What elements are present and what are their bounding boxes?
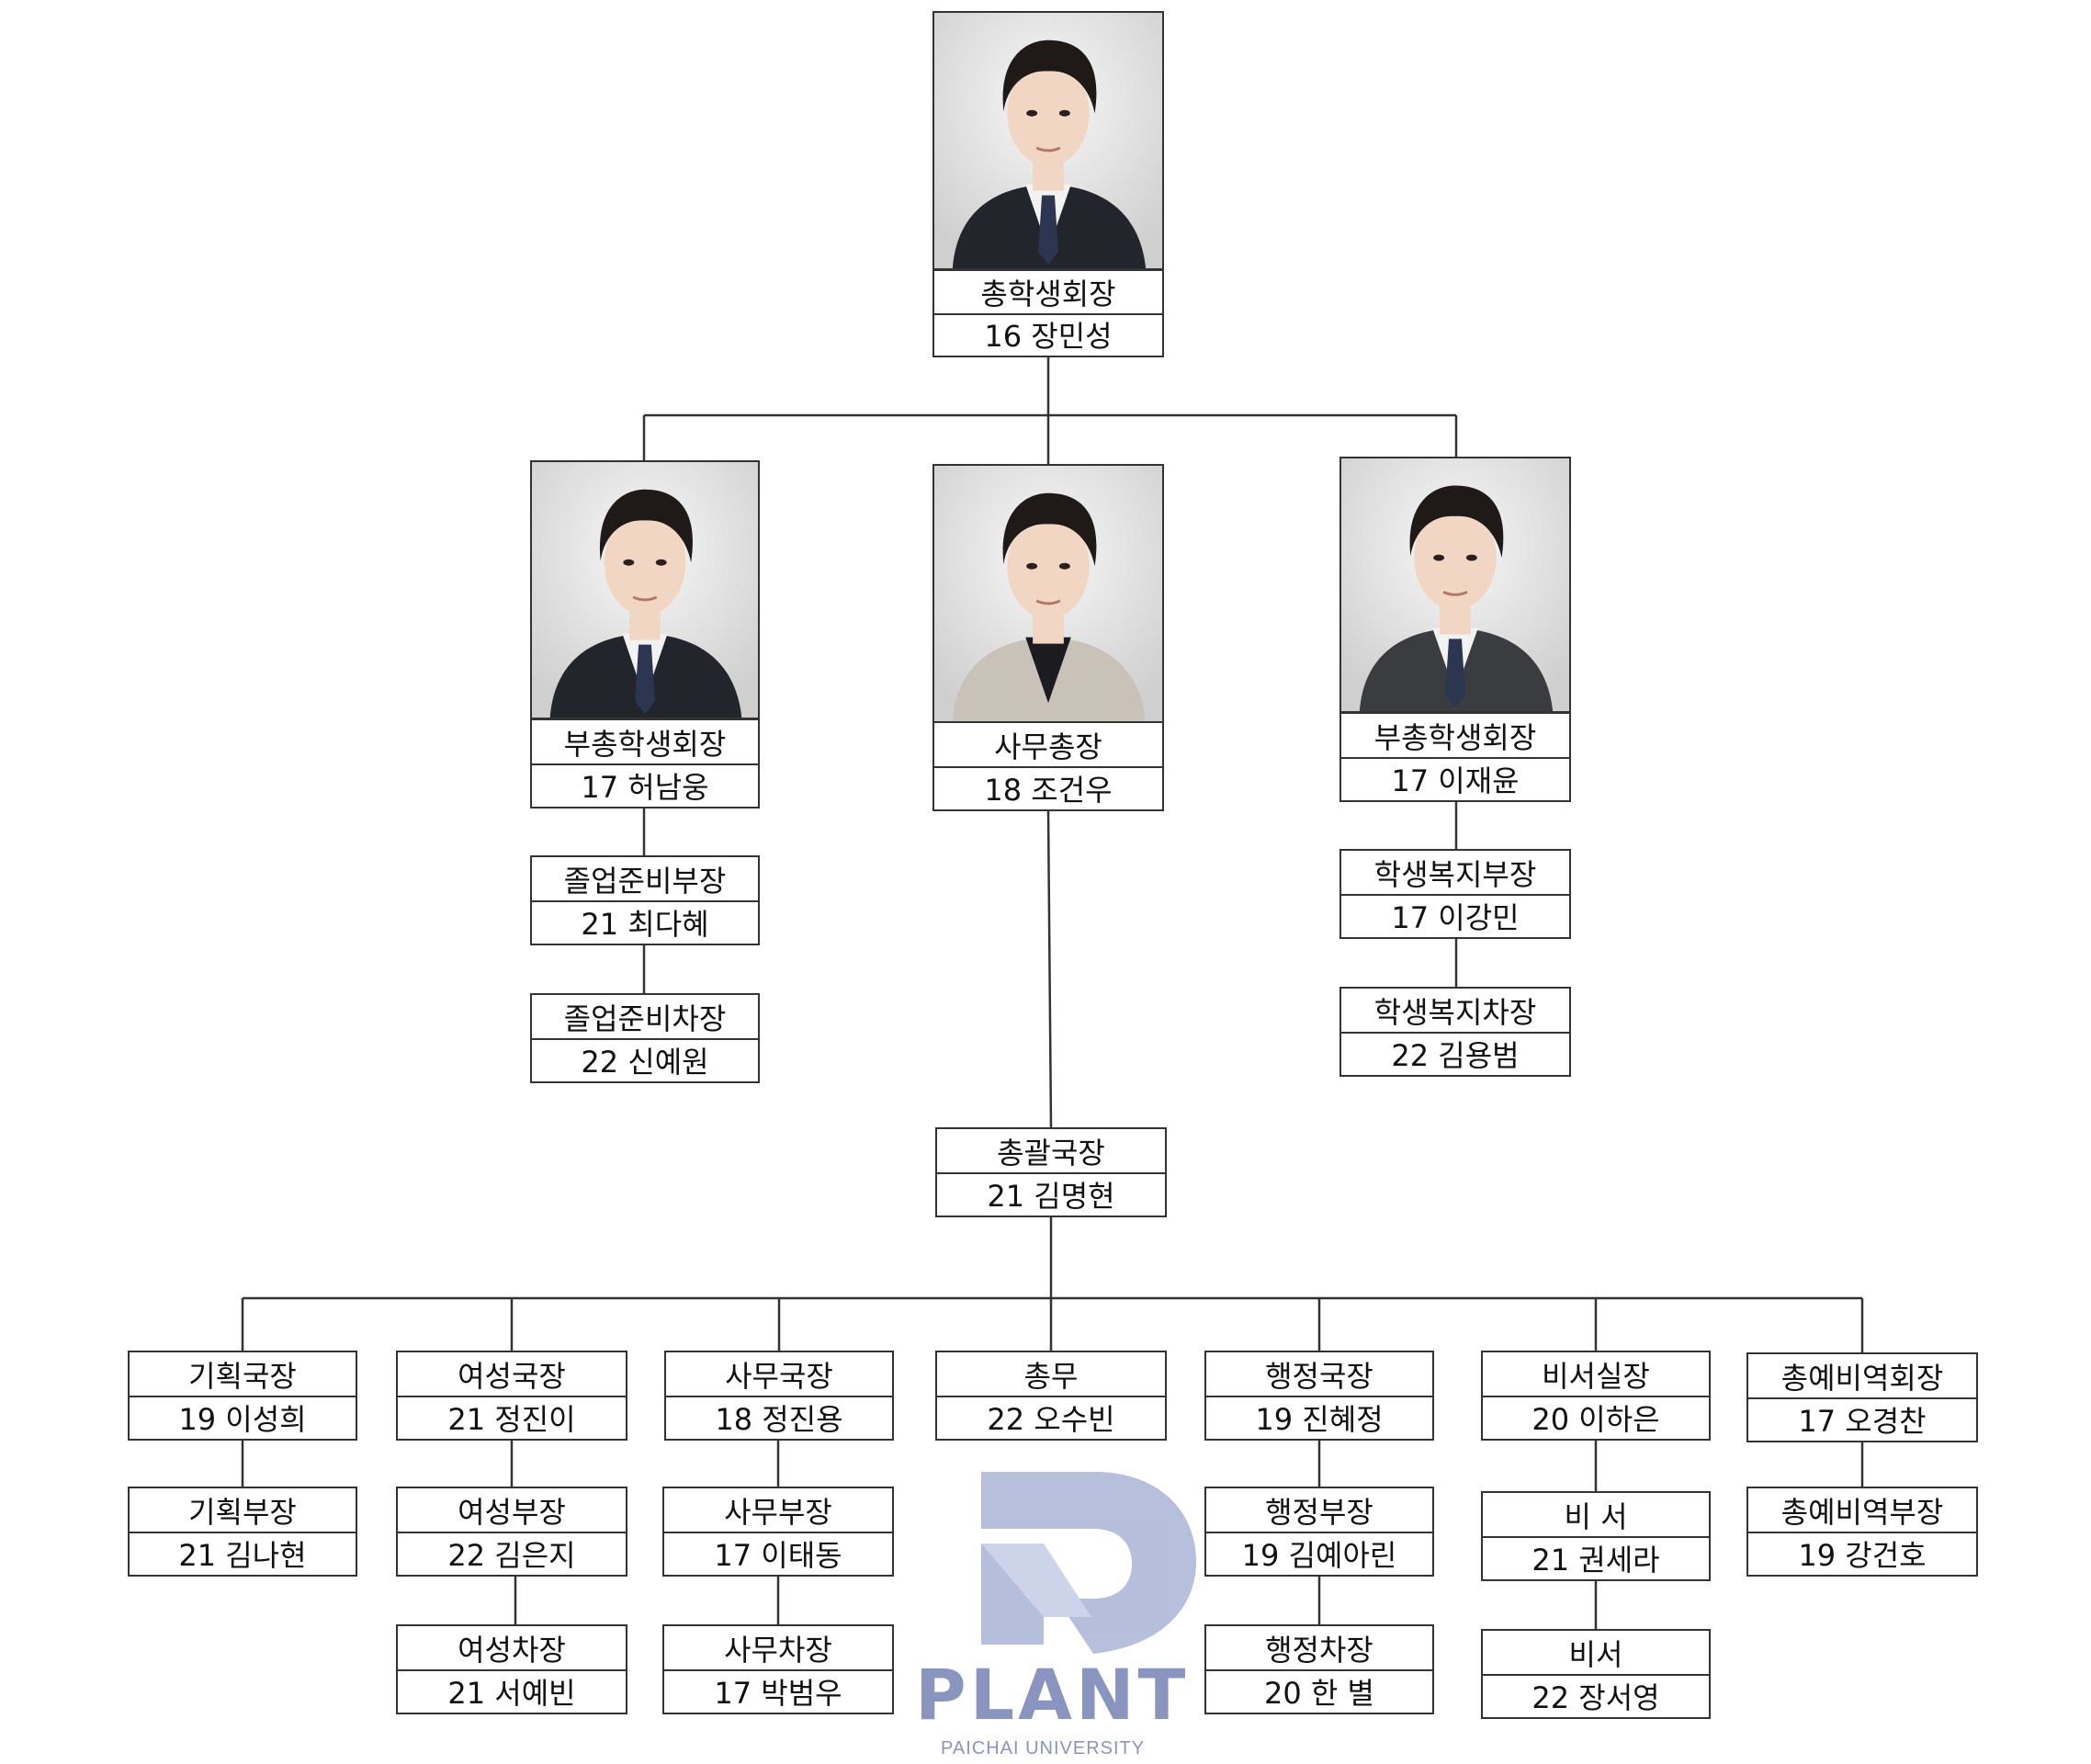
org-box-vp-right: 부총학생회장 17 이재윤 — [1339, 712, 1571, 802]
member-name: 16 장민성 — [984, 319, 1113, 354]
member-name: 17 이강민 — [1391, 899, 1520, 935]
member-name: 21 서예빈 — [447, 1675, 576, 1711]
role-title: 기획국장 — [130, 1352, 356, 1397]
role-title: 총예비역부장 — [1748, 1488, 1976, 1533]
role-title: 학생복지차장 — [1341, 989, 1569, 1034]
role-title: 총괄국장 — [937, 1129, 1165, 1174]
org-box-secgen: 사무총장 18 조건우 — [932, 721, 1164, 811]
member-name: 19 이성희 — [178, 1401, 307, 1437]
member-name: 19 강건호 — [1798, 1537, 1927, 1573]
plant-logo-icon — [981, 1472, 1196, 1654]
org-box-women-dir: 여성국장 21 정진이 — [396, 1351, 627, 1441]
role-title: 총무 — [937, 1352, 1165, 1397]
watermark-brand: PLANT — [915, 1654, 1190, 1736]
org-box-sec-chief: 비서실장 20 이하은 — [1481, 1351, 1711, 1441]
member-name: 20 한 별 — [1264, 1675, 1374, 1711]
member-name: 17 박범우 — [714, 1675, 842, 1711]
org-box-sec1: 비 서 21 권세라 — [1481, 1491, 1711, 1581]
member-name: 21 김나현 — [178, 1537, 307, 1573]
member-name: 17 이태동 — [714, 1537, 842, 1573]
role-title: 졸업준비차장 — [532, 995, 758, 1040]
role-title: 행정부장 — [1206, 1488, 1432, 1533]
org-box-vp-left: 부총학생회장 17 허남웅 — [530, 718, 760, 808]
portrait-photo-vp-right — [1339, 457, 1571, 713]
org-box-reserve-head: 총예비역부장 19 강건호 — [1746, 1487, 1978, 1577]
role-title: 사무부장 — [664, 1488, 892, 1533]
role-title: 비 서 — [1483, 1493, 1709, 1538]
role-title: 졸업준비부장 — [532, 857, 758, 902]
org-box-office-dep: 사무차장 17 박범우 — [662, 1624, 894, 1714]
role-title: 여성국장 — [398, 1352, 626, 1397]
member-name: 21 정진이 — [447, 1401, 576, 1437]
org-box-general: 총괄국장 21 김명현 — [935, 1127, 1167, 1217]
role-title: 총학생회장 — [934, 271, 1162, 315]
org-box-admin-dep: 행정차장 20 한 별 — [1204, 1624, 1434, 1714]
role-title: 총예비역회장 — [1748, 1354, 1976, 1399]
member-name: 19 김예아린 — [1241, 1537, 1397, 1573]
connector-line — [1046, 810, 1053, 1128]
member-name: 22 김용범 — [1391, 1037, 1520, 1073]
member-name: 18 정진용 — [715, 1401, 843, 1437]
watermark-subtitle: PAICHAI UNIVERSITY — [941, 1738, 1146, 1758]
org-box-admin-dir: 행정국장 19 진혜정 — [1204, 1351, 1434, 1441]
member-name: 18 조건우 — [984, 772, 1113, 808]
org-box-office-head: 사무부장 17 이태동 — [662, 1487, 894, 1577]
portrait-photo-vp-left — [530, 460, 760, 719]
member-name: 21 최다혜 — [581, 906, 709, 942]
role-title: 여성부장 — [398, 1488, 626, 1533]
role-title: 비서 — [1483, 1631, 1709, 1676]
role-title: 행정차장 — [1206, 1626, 1432, 1671]
org-box-affairs: 총무 22 오수빈 — [935, 1351, 1167, 1441]
portrait-photo-president — [932, 11, 1164, 270]
member-name: 17 오경찬 — [1798, 1403, 1927, 1439]
org-box-admin-head: 행정부장 19 김예아린 — [1204, 1487, 1434, 1577]
role-title: 여성차장 — [398, 1626, 626, 1671]
member-name: 21 권세라 — [1532, 1542, 1660, 1577]
portrait-photo-secgen — [932, 464, 1164, 723]
org-box-grad-head: 졸업준비부장 21 최다혜 — [530, 855, 760, 945]
org-box-president: 총학생회장 16 장민성 — [932, 269, 1164, 357]
member-name: 17 이재윤 — [1391, 763, 1520, 798]
org-box-office-dir: 사무국장 18 정진용 — [664, 1351, 894, 1441]
role-title: 학생복지부장 — [1341, 851, 1569, 896]
role-title: 행정국장 — [1206, 1352, 1432, 1397]
member-name: 17 허남웅 — [581, 769, 709, 805]
role-title: 기획부장 — [130, 1488, 356, 1533]
member-name: 21 김명현 — [987, 1178, 1115, 1214]
role-title: 부총학생회장 — [1341, 714, 1569, 759]
role-title: 사무차장 — [664, 1626, 892, 1671]
org-box-women-dep: 여성차장 21 서예빈 — [396, 1624, 627, 1714]
member-name: 22 오수빈 — [987, 1401, 1115, 1437]
org-box-plan-head: 기획부장 21 김나현 — [128, 1487, 357, 1577]
role-title: 비서실장 — [1483, 1352, 1709, 1397]
member-name: 22 장서영 — [1532, 1679, 1660, 1715]
role-title: 사무총장 — [934, 723, 1162, 768]
role-title: 사무국장 — [666, 1352, 892, 1397]
member-name: 20 이하은 — [1532, 1401, 1660, 1437]
org-box-women-head: 여성부장 22 김은지 — [396, 1487, 627, 1577]
member-name: 22 김은지 — [447, 1537, 576, 1573]
member-name: 19 진혜정 — [1255, 1401, 1384, 1437]
org-box-plan-dir: 기획국장 19 이성희 — [128, 1351, 357, 1441]
member-name: 22 신예원 — [581, 1044, 709, 1080]
org-box-reserve-chair: 총예비역회장 17 오경찬 — [1746, 1352, 1978, 1442]
role-title: 부총학생회장 — [532, 720, 758, 765]
org-box-grad-dep: 졸업준비차장 22 신예원 — [530, 993, 760, 1083]
